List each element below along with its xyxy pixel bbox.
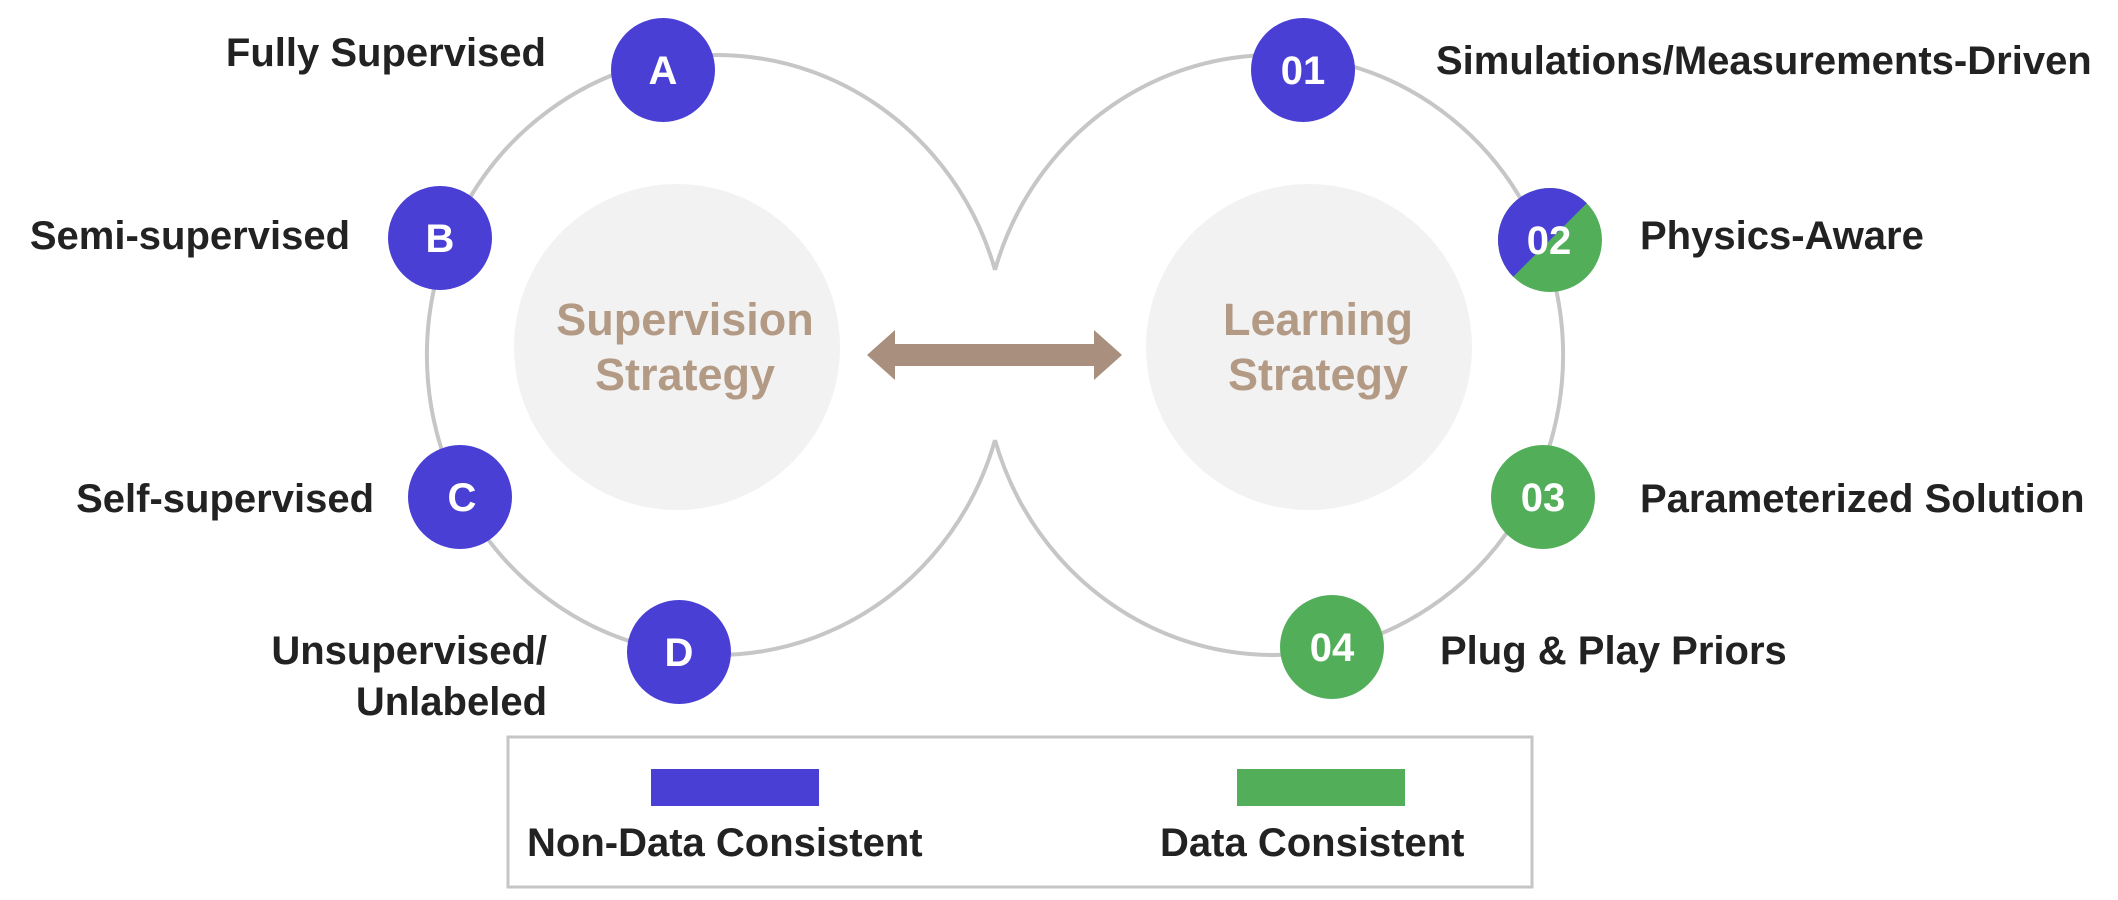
badge-04: 04 [1280, 595, 1384, 699]
badge-d: D [627, 600, 731, 704]
badge-a: A [611, 18, 715, 122]
double-arrow-icon [867, 330, 1122, 380]
badge-03: 03 [1491, 445, 1595, 549]
supervision-title-line1: Supervision [556, 294, 814, 345]
label-unsupervised-line2: Unlabeled [356, 680, 547, 724]
learning-title-line2: Strategy [1228, 349, 1408, 400]
label-fully-supervised: Fully Supervised [226, 31, 546, 75]
label-plug-and-play: Plug & Play Priors [1440, 629, 1787, 673]
label-parameterized-solution: Parameterized Solution [1640, 477, 2085, 521]
badge-c-text: C [448, 476, 477, 520]
badge-02: 02 [1498, 188, 1602, 292]
supervision-title-line2: Strategy [595, 349, 775, 400]
label-unsupervised-line1: Unsupervised/ [271, 629, 547, 673]
badge-01: 01 [1251, 18, 1355, 122]
learning-title-line1: Learning [1223, 294, 1413, 345]
learning-center-circle [1146, 184, 1472, 510]
legend-label-non-data-consistent: Non-Data Consistent [527, 821, 923, 865]
badge-a-text: A [649, 49, 678, 93]
learning-loop-outline [993, 53, 1566, 657]
legend-box [506, 735, 1534, 889]
badge-b-text: B [426, 217, 455, 261]
label-semi-supervised: Semi-supervised [30, 214, 350, 258]
label-simulations-driven: Simulations/Measurements-Driven [1436, 39, 2092, 83]
legend-swatch-data-consistent [1237, 769, 1405, 806]
label-self-supervised: Self-supervised [76, 477, 374, 521]
supervision-loop-outline [424, 53, 997, 657]
legend-swatch-non-data-consistent [651, 769, 819, 806]
badge-b: B [388, 186, 492, 290]
supervision-center-circle [514, 184, 840, 510]
badge-c: C [408, 445, 512, 549]
badge-04-text: 04 [1310, 626, 1355, 670]
badge-d-text: D [665, 631, 694, 675]
legend-label-data-consistent: Data Consistent [1160, 821, 1465, 865]
badge-02-text: 02 [1527, 219, 1572, 263]
badge-03-text: 03 [1521, 476, 1566, 520]
label-physics-aware: Physics-Aware [1640, 214, 1924, 258]
badge-01-text: 01 [1281, 49, 1326, 93]
